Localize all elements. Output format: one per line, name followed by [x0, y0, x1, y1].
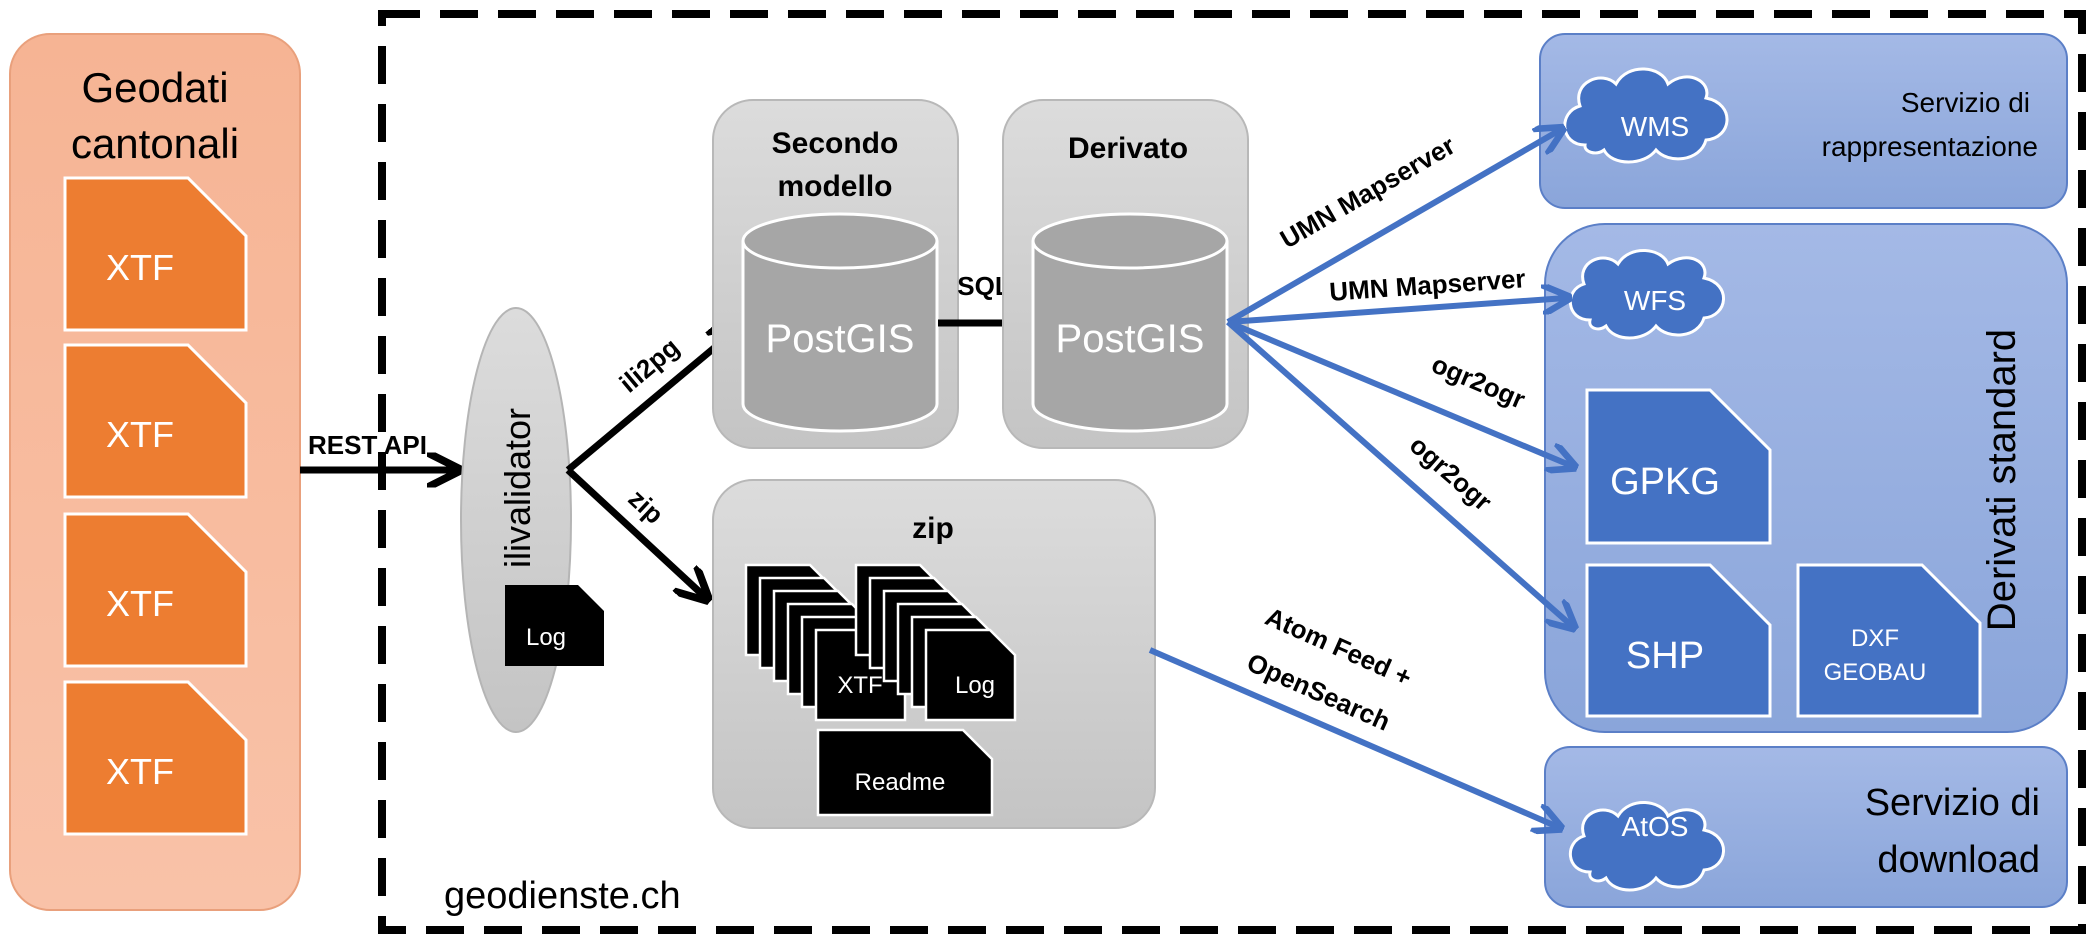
ilivalidator: ilivalidator Log	[460, 307, 604, 733]
download-text-line1: Servizio di	[1865, 782, 2040, 824]
representation-text-line2: rappresentazione	[1822, 131, 2038, 162]
ili2pg-label: ili2pg	[614, 332, 685, 399]
dxf-label-line1: DXF	[1851, 625, 1899, 652]
zip-arrow: zip	[565, 467, 705, 597]
shp-file: SHP	[1585, 563, 1772, 718]
derivatives-group: WFS Derivati standard GPKG SHP DXF GEOBA…	[1544, 223, 2068, 733]
rest-api-label: REST API	[308, 430, 427, 460]
representation-service: WMS Servizio di rappresentazione	[1539, 33, 2068, 209]
postgis-label: PostGIS	[766, 317, 915, 361]
shp-label: SHP	[1626, 635, 1704, 677]
xtf-file-3: XTF	[63, 512, 248, 668]
xtf-file-2: XTF	[63, 343, 248, 499]
gpkg-file: GPKG	[1585, 388, 1772, 545]
wms-cloud-icon	[1563, 67, 1729, 164]
ilivalidator-label: ilivalidator	[497, 408, 538, 568]
xtf-file-1: XTF	[63, 176, 248, 332]
db-derivato-title: Derivato	[1068, 132, 1188, 165]
readme-file: Readme	[816, 728, 994, 817]
wms-label: WMS	[1621, 111, 1689, 142]
xtf-file-label: XTF	[106, 414, 174, 455]
postgis-cylinder	[741, 212, 939, 433]
log-stack: Log	[854, 563, 1017, 722]
ogr-gpkg-label: ogr2ogr	[1427, 349, 1529, 415]
atom-feed-arrow: Atom Feed + OpenSearch	[1148, 601, 1558, 827]
source-title-line1: Geodati	[81, 64, 228, 111]
postgis-cylinder	[1031, 212, 1229, 433]
postgis-label: PostGIS	[1056, 317, 1205, 361]
representation-text-line1: Servizio di	[1901, 87, 2030, 118]
source-title-line2: cantonali	[71, 120, 239, 167]
source-panel: Geodati cantonali XTF XTF XTF XTF	[9, 33, 301, 911]
umn-wms-label: UMN Mapserver	[1275, 130, 1460, 254]
validator-log-label: Log	[526, 624, 566, 651]
ogr-shp-label: ogr2ogr	[1404, 430, 1498, 517]
wfs-cloud-icon	[1568, 249, 1725, 340]
zip-log-label: Log	[955, 672, 995, 699]
validator-log-file: Log	[505, 585, 604, 666]
db-secondo-modello: Secondo modello PostGIS	[712, 99, 959, 449]
atos-cloud-icon	[1568, 801, 1725, 892]
rest-api-arrow: REST API	[300, 430, 455, 470]
xtf-file-label: XTF	[106, 583, 174, 624]
gpkg-label: GPKG	[1610, 461, 1720, 503]
readme-label: Readme	[855, 769, 946, 796]
sql-label: SQL	[957, 271, 1011, 301]
atos-label: AtOS	[1622, 811, 1689, 842]
representation-box	[1539, 33, 2068, 209]
dxf-geobau-file: DXF GEOBAU	[1796, 563, 1982, 718]
ogr-shp-arrow: ogr2ogr	[1226, 319, 1572, 626]
download-service: AtOS Servizio di download	[1544, 746, 2068, 908]
zip-xtf-label: XTF	[837, 672, 882, 699]
zip-title: zip	[912, 512, 954, 545]
db-secondo-title-line2: modello	[777, 170, 892, 203]
dxf-label-line2: GEOBAU	[1824, 659, 1927, 686]
ogr-gpkg-arrow: ogr2ogr	[1226, 319, 1572, 466]
zip-package: zip XTF Log Readme	[712, 479, 1156, 829]
db-derivato: Derivato PostGIS	[1002, 99, 1249, 449]
wfs-label: WFS	[1624, 285, 1686, 316]
xtf-file-label: XTF	[106, 247, 174, 288]
xtf-file-label: XTF	[106, 751, 174, 792]
db-secondo-title-line1: Secondo	[772, 127, 899, 160]
derivatives-title: Derivati standard	[1980, 329, 2024, 631]
download-text-line2: download	[1877, 839, 2040, 881]
platform-label: geodienste.ch	[444, 875, 681, 917]
xtf-file-4: XTF	[63, 680, 248, 836]
